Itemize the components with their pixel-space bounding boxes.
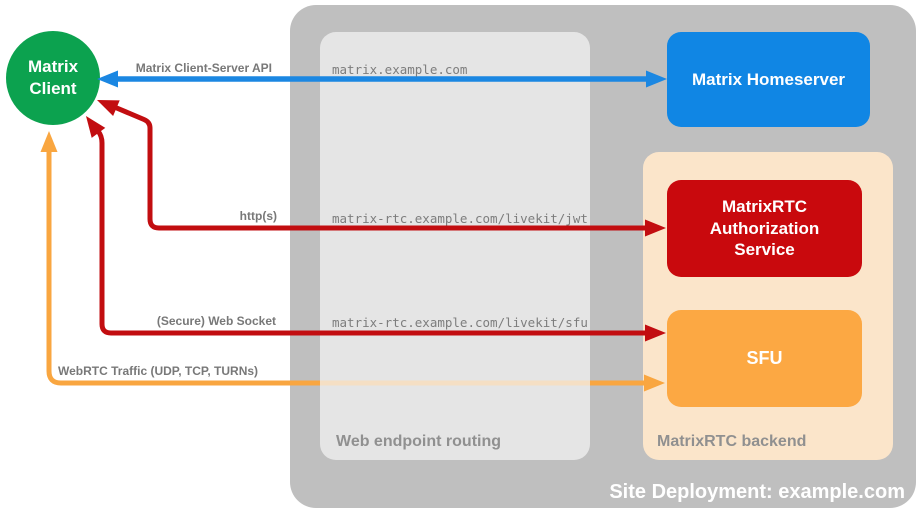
matrixrtc-authorization-service-node: MatrixRTC Authorization Service: [667, 180, 862, 277]
matrix-client-label: Matrix Client: [27, 57, 79, 98]
endpoint-livekit-sfu: matrix-rtc.example.com/livekit/sfu: [332, 315, 588, 330]
matrixrtc-backend-label: MatrixRTC backend: [657, 433, 807, 450]
web-endpoint-routing-box: [320, 32, 590, 460]
endpoint-matrix-domain: matrix.example.com: [332, 62, 468, 77]
endpoint-livekit-jwt: matrix-rtc.example.com/livekit/jwt: [332, 211, 588, 226]
websocket-label: (Secure) Web Socket: [156, 314, 276, 328]
matrix-homeserver-node: Matrix Homeserver: [667, 32, 870, 127]
https-arrowhead-client: [97, 100, 120, 116]
webrtc-line-left: [46, 148, 320, 386]
https-label: http(s): [239, 209, 277, 223]
sfu-label: SFU: [746, 347, 783, 368]
site-deployment-title: Site Deployment: example.com: [609, 481, 905, 503]
web-endpoint-routing-label: Web endpoint routing: [336, 433, 502, 450]
websocket-arrowhead-client: [86, 116, 106, 138]
client-server-api-label: Matrix Client-Server API: [135, 61, 272, 75]
client-server-api-arrowhead-left: [97, 70, 118, 88]
matrix-client-node: Matrix Client: [6, 31, 100, 125]
webrtc-label: WebRTC Traffic (UDP, TCP, TURNs): [58, 364, 259, 378]
webrtc-arrowhead-client: [40, 131, 58, 152]
sfu-node: SFU: [667, 310, 862, 407]
matrixrtc-authorization-service-label: MatrixRTC Authorization Service: [709, 196, 820, 260]
matrix-homeserver-label: Matrix Homeserver: [691, 69, 846, 89]
